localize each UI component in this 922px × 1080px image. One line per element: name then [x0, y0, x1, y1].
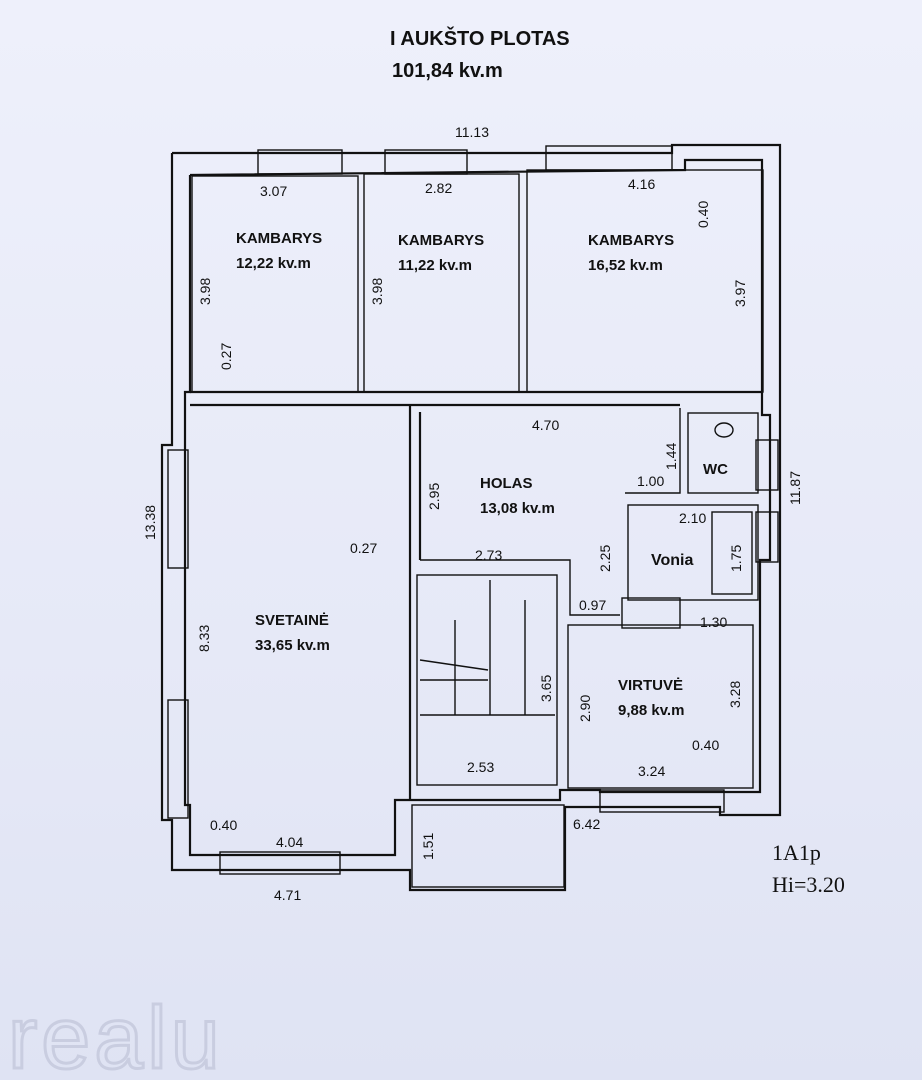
realu-watermark-logo: realu: [8, 988, 224, 1080]
dim-label: 4.16: [628, 176, 655, 192]
floor-title: I AUKŠTO PLOTAS: [390, 28, 570, 50]
dim-label: 2.82: [425, 180, 452, 196]
dim-label: 3.98: [369, 278, 385, 305]
sheet-code: 1A1p: [772, 840, 821, 865]
dim-label: 4.04: [276, 834, 303, 850]
dim-label: 0.27: [350, 540, 377, 556]
dim-label: 3.97: [732, 280, 748, 307]
dim-label: 0.40: [210, 817, 237, 833]
dim-label: 2.95: [426, 483, 442, 510]
room-name-living: SVETAINĖ: [255, 612, 329, 629]
dim-label: 2.90: [577, 695, 593, 722]
dim-label: 0.97: [579, 597, 606, 613]
room-name-bedroom-1: KAMBARYS: [236, 230, 322, 247]
dim-label: 4.71: [274, 887, 301, 903]
dim-label: 0.27: [218, 343, 234, 370]
room-area-bedroom-2: 11,22 kv.m: [398, 257, 472, 274]
sheet-height: Hi=3.20: [772, 872, 845, 897]
dim-label: 8.33: [196, 625, 212, 652]
sheet-code-block: 1A1p Hi=3.20: [772, 840, 845, 897]
dim-label: 1.44: [663, 443, 679, 470]
room-name-kitchen: VIRTUVĖ: [618, 677, 683, 694]
dim-label: 2.10: [679, 510, 706, 526]
dim-label: 1.00: [637, 473, 664, 489]
dim-label: 3.65: [538, 675, 554, 702]
dim-label: 4.70: [532, 417, 559, 433]
room-name-wc: WC: [703, 461, 728, 478]
dim-label: 0.40: [695, 201, 711, 228]
dim-label: 2.73: [475, 547, 502, 563]
interior-walls: [167, 145, 779, 888]
room-area-living: 33,65 kv.m: [255, 637, 330, 654]
dim-label: 1.51: [420, 833, 436, 860]
room-name-bath: Vonia: [651, 552, 693, 569]
dim-label: 0.40: [692, 737, 719, 753]
dim-label: 2.53: [467, 759, 494, 775]
dimension-labels: 11.13 3.07 2.82 4.16 0.40 3.98 3.98 3.97…: [142, 124, 803, 903]
dim-label: 2.25: [597, 545, 613, 572]
room-name-hall: HOLAS: [480, 475, 533, 492]
room-area-hall: 13,08 kv.m: [480, 500, 555, 517]
dim-label: 11.87: [787, 471, 803, 505]
dim-label: 3.98: [197, 278, 213, 305]
dim-label: 3.28: [727, 681, 743, 708]
dim-label: 1.30: [700, 614, 727, 630]
dim-label: 3.07: [260, 183, 287, 199]
dim-label: 1.75: [728, 545, 744, 572]
dim-label: 3.24: [638, 763, 665, 779]
room-name-bedroom-3: KAMBARYS: [588, 232, 674, 249]
dim-label: 6.42: [573, 816, 600, 832]
room-area-bedroom-3: 16,52 kv.m: [588, 257, 663, 274]
floor-total-area: 101,84 kv.m: [392, 60, 503, 82]
room-name-bedroom-2: KAMBARYS: [398, 232, 484, 249]
room-labels: KAMBARYS 12,22 kv.m KAMBARYS 11,22 kv.m …: [236, 230, 728, 719]
room-area-bedroom-1: 12,22 kv.m: [236, 255, 311, 272]
dim-label: 13.38: [142, 505, 158, 540]
room-area-kitchen: 9,88 kv.m: [618, 702, 684, 719]
dim-label: 11.13: [455, 124, 489, 140]
